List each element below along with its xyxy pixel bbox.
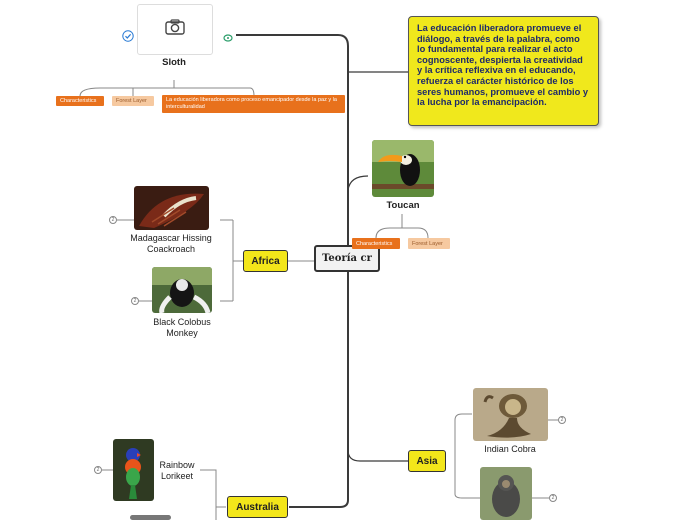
asia-topic[interactable]: Asia — [408, 450, 446, 472]
africa-item-1-label: Madagascar Hissing Coackroach — [130, 233, 212, 254]
africa-item-2-label: Black Colobus Monkey — [153, 317, 211, 338]
cockroach-image[interactable] — [134, 186, 209, 230]
toucan-tag-forest-layer[interactable]: Forest Layer — [408, 238, 450, 249]
asia-item-2-badge[interactable]: 2 — [549, 494, 557, 502]
toucan-tag-characteristics[interactable]: Characteristics — [352, 238, 400, 249]
sloth-tag-characteristics[interactable]: Characteristics — [56, 96, 104, 106]
cobra-image[interactable] — [473, 388, 548, 441]
colobus-image[interactable] — [152, 267, 212, 313]
africa-item-1-badge[interactable]: 2 — [109, 216, 117, 224]
australia-topic[interactable]: Australia — [227, 496, 288, 518]
asia-item-2-image[interactable] — [480, 467, 532, 520]
australia-item-1-badge[interactable]: 2 — [94, 466, 102, 474]
asia-item-1-label: Indian Cobra — [484, 444, 536, 454]
central-topic[interactable]: Teoría cr — [314, 245, 380, 272]
asia-item-1-badge[interactable]: 2 — [558, 416, 566, 424]
australia-item-2-image[interactable] — [130, 515, 171, 520]
callout-note[interactable]: La educación liberadora promueve el diál… — [408, 16, 599, 126]
check-icon[interactable] — [122, 29, 134, 47]
lorikeet-image[interactable] — [113, 439, 154, 501]
sloth-image-placeholder[interactable] — [137, 4, 213, 55]
sloth-tag-description[interactable]: La educación liberadora como proceso ema… — [162, 95, 345, 113]
australia-item-1-label: Rainbow Lorikeet — [159, 460, 195, 481]
toucan-title: Toucan — [386, 200, 420, 211]
sloth-title: Sloth — [162, 57, 186, 68]
central-topic-label: Teoría cr — [322, 253, 372, 264]
africa-item-2-badge[interactable]: 2 — [131, 297, 139, 305]
toucan-image[interactable] — [372, 140, 434, 197]
link-icon[interactable] — [222, 30, 234, 48]
sloth-tag-forest-layer[interactable]: Forest Layer — [112, 96, 154, 106]
callout-text: La educación liberadora promueve el diál… — [417, 23, 589, 108]
africa-topic[interactable]: Africa — [243, 250, 288, 272]
camera-icon — [165, 19, 185, 40]
